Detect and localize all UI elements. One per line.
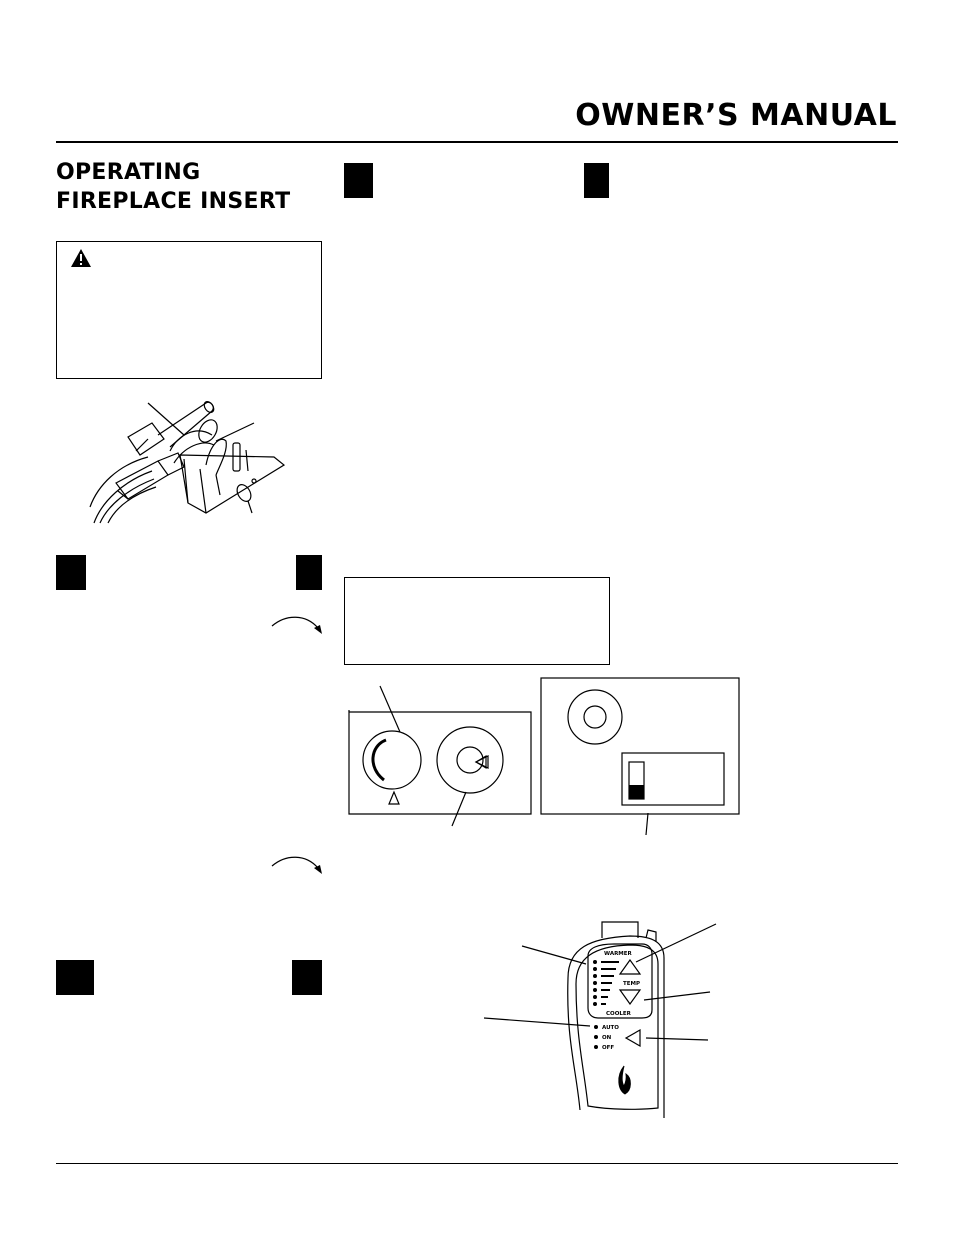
receiver-panel-illustration <box>540 677 740 836</box>
section-heading-line-1: OPERATING <box>56 160 201 185</box>
note-box <box>344 577 610 665</box>
remote-cooler-label: COOLER <box>606 1011 632 1017</box>
header-divider <box>56 141 898 143</box>
page-title: OWNER’S MANUAL <box>575 98 897 133</box>
section-heading: OPERATING FIREPLACE INSERT <box>56 158 336 216</box>
step-marker <box>344 163 373 198</box>
flame-icon <box>618 1065 631 1095</box>
remote-mode-on: ON <box>602 1035 612 1041</box>
step-marker <box>584 163 609 198</box>
footer-divider <box>56 1163 898 1164</box>
remote-mode-off: OFF <box>602 1045 614 1051</box>
pilot-assembly-illustration <box>89 400 286 524</box>
step-marker <box>296 555 322 590</box>
warning-triangle-icon <box>71 249 91 267</box>
step-marker <box>292 960 322 995</box>
step-marker <box>56 555 86 590</box>
control-knobs-illustration <box>348 685 532 827</box>
section-heading-line-2: FIREPLACE INSERT <box>56 189 291 214</box>
remote-warmer-label: WARMER <box>604 951 633 957</box>
rotate-arrow-icon <box>271 616 322 634</box>
warning-box <box>56 241 322 379</box>
remote-temp-label: TEMP <box>623 981 640 987</box>
remote-control-illustration: WARMER TEMP COOLER AUTO ON OFF <box>483 921 717 1118</box>
step-marker <box>56 960 94 995</box>
remote-mode-auto: AUTO <box>602 1025 619 1031</box>
rotate-arrow-icon <box>271 856 322 874</box>
